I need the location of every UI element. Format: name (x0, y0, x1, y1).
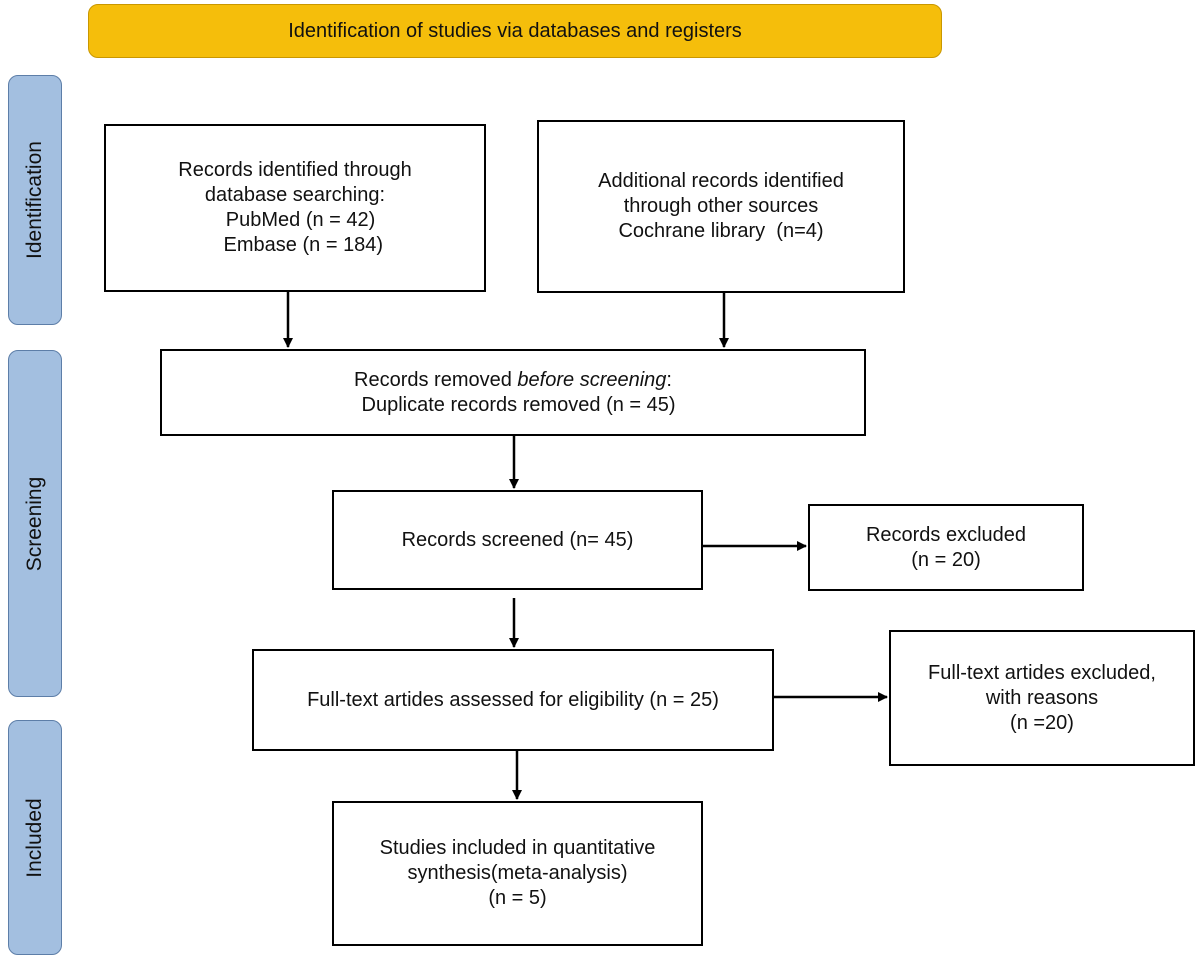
box-line: (n = 20) (911, 548, 981, 571)
header-banner: Identification of studies via databases … (88, 4, 942, 58)
box-line: Full-text artides assessed for eligibili… (307, 688, 719, 711)
phase-screening-label: Screening (23, 476, 46, 571)
removed-suffix: : (666, 368, 672, 391)
box-line: Additional records identified (598, 170, 844, 192)
phase-identification-label: Identification (23, 141, 46, 259)
phase-identification: Identification (8, 75, 62, 325)
box-line: Records removed before screening: (354, 368, 672, 393)
box-line: Full-text artides excluded, (928, 661, 1156, 684)
box-line: Records excluded (865, 523, 1027, 546)
phase-included: Included (8, 720, 62, 955)
box-line: database searching: (204, 184, 386, 206)
records-screened-box: Records screened (n= 45) (332, 490, 703, 590)
removed-before-screening-box: Records removed before screening: Duplic… (160, 349, 866, 436)
box-line: (n =20) (1010, 711, 1074, 734)
removed-italic: before screening (517, 368, 667, 391)
box-line: PubMed (n = 42) (214, 209, 376, 231)
box-line: through other sources (623, 195, 819, 217)
records-excluded-box: Records excluded (n = 20) (808, 504, 1084, 591)
database-records-box: Records identified through database sear… (104, 124, 486, 292)
box-line: Cochrane library (n=4) (618, 220, 824, 242)
removed-prefix: Records removed (354, 368, 518, 391)
box-line: Embase (n = 184) (206, 234, 384, 256)
phase-screening: Screening (8, 350, 62, 697)
box-line: synthesis(meta-analysis) (407, 862, 628, 884)
phase-included-label: Included (23, 797, 46, 878)
box-line: Studies included in quantitative (379, 837, 656, 859)
box-line: Duplicate records removed (n = 45) (350, 393, 676, 416)
box-line: (n = 5) (488, 887, 547, 909)
fulltext-excluded-box: Full-text artides excluded, with reasons… (889, 630, 1195, 766)
header-title: Identification of studies via databases … (288, 19, 742, 42)
box-line: Records identified through (178, 159, 412, 181)
fulltext-assessed-box: Full-text artides assessed for eligibili… (252, 649, 774, 751)
box-line: with reasons (985, 686, 1099, 709)
other-sources-box: Additional records identified through ot… (537, 120, 905, 293)
box-line: Records screened (n= 45) (401, 528, 634, 551)
studies-included-box: Studies included in quantitative synthes… (332, 801, 703, 946)
